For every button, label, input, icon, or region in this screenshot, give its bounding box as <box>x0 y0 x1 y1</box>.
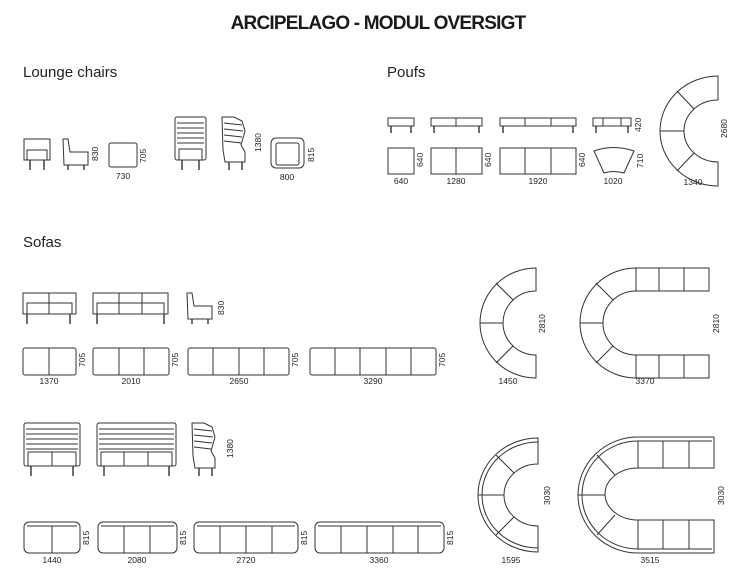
pouf-arc-top <box>659 75 719 187</box>
highback-depth-label: 815 <box>306 148 316 162</box>
pouf-2-width-label: 1280 <box>447 176 466 186</box>
pouf-3-width-label: 1920 <box>529 176 548 186</box>
pouf-2-top <box>430 147 483 175</box>
page-title: ARCIPELAGO - MODUL OVERSIGT <box>231 13 527 34</box>
sofa-high-s4-width: 3360 <box>370 555 389 565</box>
pouf-3-depth-label: 640 <box>577 153 587 167</box>
section-sofas: Sofas <box>23 234 61 251</box>
sofa-high-s4-top <box>314 521 445 554</box>
highback-height-label: 1380 <box>253 133 263 152</box>
sofa-high-3seat-front <box>96 422 177 476</box>
sofa-low-s3-depth: 705 <box>290 353 300 367</box>
pouf-4-width-label: 1020 <box>604 176 623 186</box>
sofa-high-s1-width: 1440 <box>43 555 62 565</box>
chair-height-label: 830 <box>90 147 100 161</box>
sofa-high-height-label: 1380 <box>225 439 235 458</box>
highback-chair-side <box>221 116 246 170</box>
sofa-high-side <box>191 422 216 476</box>
sofa-low-arc-top <box>479 267 537 379</box>
sofa-high-arc-depth: 3030 <box>542 486 552 505</box>
sofa-high-s4-depth: 815 <box>445 531 455 545</box>
pouf-1-top <box>387 147 415 175</box>
sofa-low-s4-width: 3290 <box>364 376 383 386</box>
sofa-low-s4-depth: 705 <box>437 353 447 367</box>
pouf-1-width-label: 640 <box>394 176 408 186</box>
pouf-height-label: 420 <box>633 118 643 132</box>
sofa-high-s3-top <box>193 521 299 554</box>
pouf-1-side <box>387 117 415 133</box>
pouf-arc-depth-label: 2680 <box>719 119 729 138</box>
highback-chair-top <box>270 137 305 169</box>
sofa-low-u-width: 3370 <box>636 376 655 386</box>
sofa-low-3seat-front <box>92 292 169 324</box>
section-poufs: Poufs <box>387 64 425 81</box>
lounge-chair-front <box>23 138 51 170</box>
pouf-3-top <box>499 147 577 175</box>
pouf-2-side <box>430 117 483 133</box>
sofa-low-side <box>186 292 213 324</box>
sofa-high-2seat-front <box>23 422 81 476</box>
sofa-high-arc-top <box>477 437 539 553</box>
sofa-low-arc-width: 1450 <box>499 376 518 386</box>
pouf-2-depth-label: 640 <box>483 153 493 167</box>
sofa-low-s1-width: 1370 <box>40 376 59 386</box>
highback-chair-front <box>174 116 207 170</box>
sofa-high-s3-width: 2720 <box>237 555 256 565</box>
sofa-high-s2-top <box>97 521 178 554</box>
highback-width-label: 800 <box>280 172 294 182</box>
sofa-high-u-top <box>577 436 715 554</box>
sofa-low-s1-depth: 705 <box>77 353 87 367</box>
pouf-4-top <box>593 147 635 174</box>
chair-width-label: 730 <box>116 171 130 181</box>
sofa-low-u-depth: 2810 <box>711 314 721 333</box>
sofa-high-s2-width: 2080 <box>128 555 147 565</box>
lounge-chair-top <box>108 142 138 168</box>
pouf-3-side <box>499 117 577 133</box>
sofa-low-s4-top <box>309 347 437 376</box>
sofa-low-s2-depth: 705 <box>170 353 180 367</box>
sofa-low-u-top <box>579 267 710 379</box>
sofa-high-s1-depth: 815 <box>81 531 91 545</box>
sofa-low-s3-top <box>187 347 290 376</box>
lounge-chair-side <box>62 138 89 170</box>
sofa-high-s3-depth: 815 <box>299 531 309 545</box>
sofa-high-u-depth: 3030 <box>716 486 726 505</box>
pouf-4-side <box>592 117 632 133</box>
chair-depth-label: 705 <box>138 149 148 163</box>
sofa-low-s2-top <box>92 347 170 376</box>
sofa-low-arc-depth: 2810 <box>537 314 547 333</box>
pouf-4-depth-label: 710 <box>635 154 645 168</box>
sofa-low-2seat-front <box>22 292 77 324</box>
sofa-low-s3-width: 2650 <box>230 376 249 386</box>
section-lounge-chairs: Lounge chairs <box>23 64 117 81</box>
sofa-high-s2-depth: 815 <box>178 531 188 545</box>
pouf-arc-width-label: 1340 <box>684 177 703 187</box>
sofa-high-s1-top <box>23 521 81 554</box>
sofa-low-s1-top <box>22 347 77 376</box>
sofa-low-s2-width: 2010 <box>122 376 141 386</box>
sofa-high-arc-width: 1595 <box>502 555 521 565</box>
sofa-high-u-width: 3515 <box>641 555 660 565</box>
pouf-1-depth-label: 640 <box>415 153 425 167</box>
sofa-low-height-label: 830 <box>216 301 226 315</box>
